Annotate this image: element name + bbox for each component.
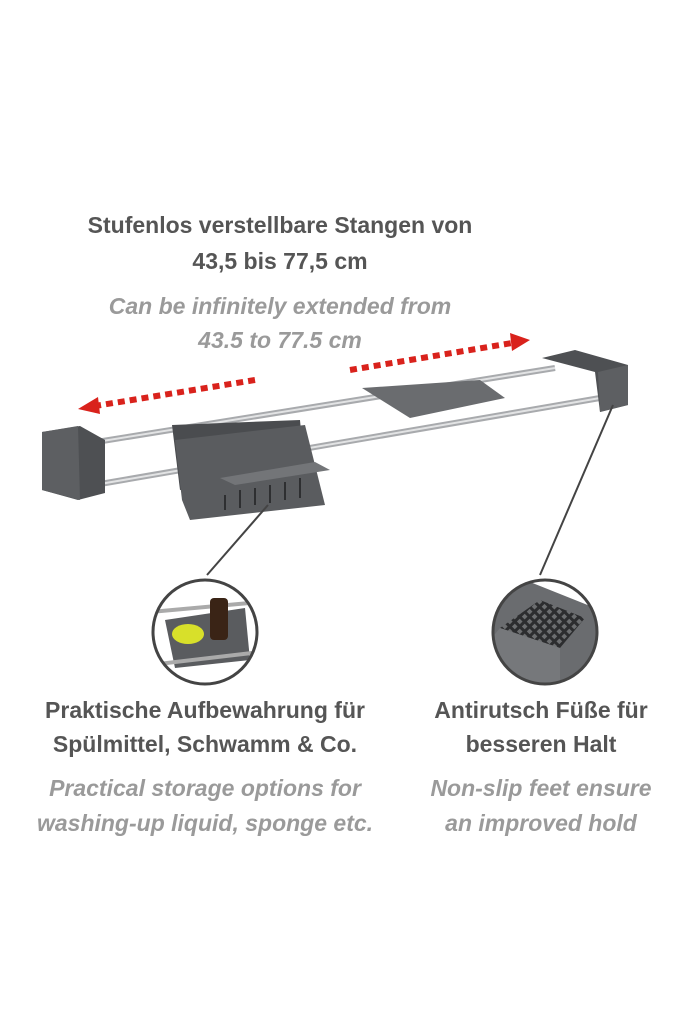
basket — [172, 420, 330, 520]
end-cap-left — [42, 426, 105, 500]
sponge-plate — [362, 380, 505, 418]
headline-en-line2: 43.5 to 77.5 cm — [198, 327, 362, 353]
headline-de-line1: Stufenlos verstellbare Stangen von — [87, 212, 473, 238]
headline-en-line1: Can be infinitely extended from — [108, 293, 452, 319]
headline-de-line2: 43,5 bis 77,5 cm — [192, 248, 368, 274]
telescopic-rods — [89, 365, 601, 487]
end-cap-right — [542, 350, 628, 412]
feature-right-de-line2: besseren Halt — [465, 731, 617, 757]
basket-detail-circle — [151, 578, 259, 686]
feature-left-en-line1: Practical storage options for — [49, 775, 361, 801]
nonslip-foot-detail-circle — [491, 578, 599, 686]
callout-line-right — [539, 404, 614, 576]
feature-right-en-line1: Non-slip feet ensure — [430, 775, 652, 801]
extend-left-arrow-icon — [78, 377, 256, 414]
feature-right-en-line2: an improved hold — [445, 810, 637, 836]
extend-right-arrow-icon — [349, 333, 530, 373]
feature-left-de-line1: Praktische Aufbewahrung für — [45, 697, 365, 723]
feature-left-de-line2: Spülmittel, Schwamm & Co. — [52, 731, 358, 757]
feature-left-en-line2: washing-up liquid, sponge etc. — [36, 810, 374, 836]
feature-right-de-line1: Antirutsch Füße für — [434, 697, 648, 723]
callout-line-left — [206, 504, 269, 576]
